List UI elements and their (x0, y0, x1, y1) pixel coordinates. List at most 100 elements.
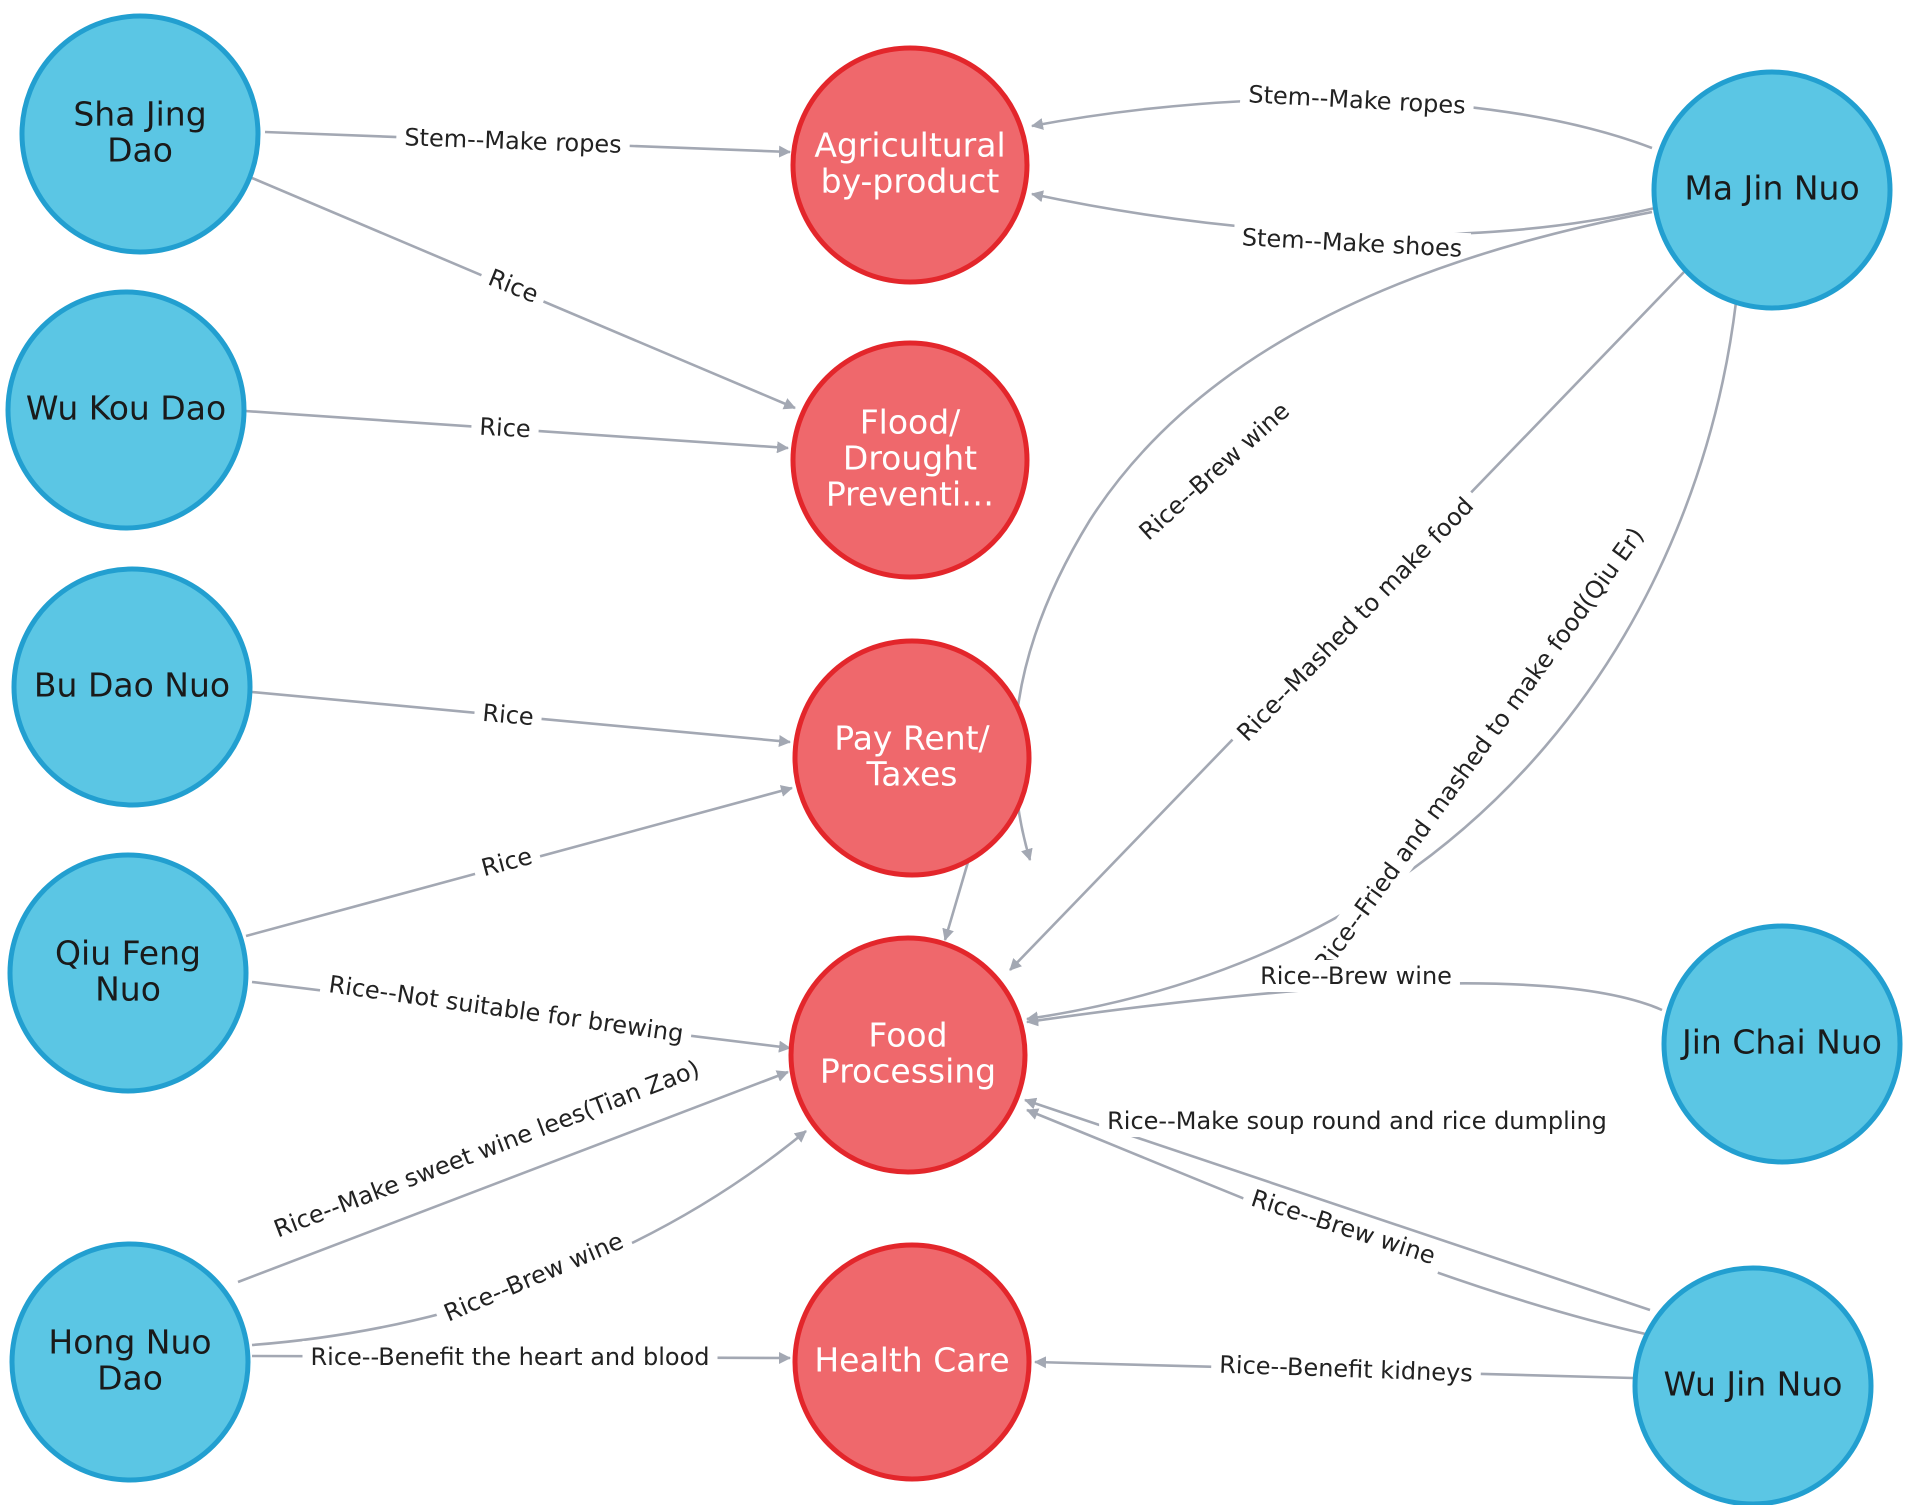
edge-majin-to-agri: Stem--Make ropes (1031, 77, 1653, 150)
node-label-line: Bu Dao Nuo (34, 666, 230, 705)
edge-label: Stem--Make ropes (1248, 80, 1467, 119)
node-health[interactable]: Health Care (792, 1242, 1032, 1482)
category-node-circle[interactable] (788, 935, 1028, 1175)
edge-wujin-to-food: Rice--Brew wine (1026, 1108, 1651, 1337)
edge-label-group: Stem--Make ropes (395, 120, 631, 162)
node-rent[interactable]: Pay Rent/Taxes (792, 638, 1032, 878)
node-label-line: Flood/ (860, 403, 961, 442)
edge-label-group: Rice--Mashed to make food (1224, 484, 1487, 755)
edge-label-group: Rice--Not suitable for brewing (318, 967, 694, 1051)
edge-label: Rice--Mashed to make food (1231, 492, 1479, 747)
edge-label-group: Rice--Brew wine (431, 1221, 636, 1333)
node-label-line: Processing (820, 1052, 996, 1091)
variety-node-circle[interactable] (1632, 1265, 1874, 1505)
category-node-circle[interactable] (790, 45, 1030, 285)
edge-label-group: Rice (470, 410, 540, 446)
variety-node-circle[interactable] (1651, 69, 1893, 311)
edge-majin-to-agri: Stem--Make shoes (1031, 190, 1656, 266)
edge-majin-to-food: Rice--Fried and mashed to make food(Qiu … (1026, 301, 1738, 1024)
edge-label-background (1233, 220, 1472, 266)
node-label-line: Nuo (95, 970, 161, 1009)
edge-jinchai-to-food: Rice--Brew wine (1026, 960, 1663, 1027)
node-label-line: Qiu Feng (55, 934, 201, 973)
edge-label-group: Rice--Brew wine (1252, 960, 1460, 992)
edge-label-group: Rice (476, 258, 551, 314)
category-node-circle[interactable] (792, 1242, 1032, 1482)
edge-label-background (1224, 484, 1487, 755)
edge-label: Stem--Make shoes (1241, 223, 1463, 263)
edge-label: Rice (478, 842, 535, 882)
edge-label-background (470, 837, 544, 887)
node-label-line: Dao (97, 1359, 163, 1398)
edge-label-background (1239, 77, 1475, 123)
node-label-line: Food (868, 1016, 947, 1055)
variety-node-circle[interactable] (11, 566, 253, 808)
node-label-line: Wu Jin Nuo (1664, 1365, 1843, 1404)
edge-label-background (1252, 960, 1460, 992)
edge-label-group: Rice--Make sweet wine lees(Tian Zao) (261, 1050, 712, 1249)
edge-sha-to-flood: Rice (251, 176, 796, 410)
edge-sha-to-agri: Stem--Make ropes (264, 120, 791, 162)
variety-node-circle[interactable] (9, 1241, 251, 1483)
edge-label-background (1302, 514, 1656, 985)
edge-label-group: Stem--Make shoes (1233, 220, 1472, 266)
node-label-line: Health Care (814, 1341, 1009, 1380)
category-node-circle[interactable] (790, 340, 1030, 580)
edge-qiufeng-to-rent: Rice (245, 785, 793, 938)
edge-budao-to-rent: Rice (251, 690, 791, 747)
variety-node-circle[interactable] (19, 13, 261, 255)
node-label-line: Dao (107, 131, 173, 170)
edge-label-background (302, 1341, 718, 1373)
edge-label-group: Rice--Benefit kidneys (1210, 1348, 1482, 1390)
node-label-line: Ma Jin Nuo (1684, 169, 1859, 208)
node-jinchai[interactable]: Jin Chai Nuo (1661, 923, 1903, 1165)
variety-node-circle[interactable] (7, 852, 249, 1094)
edge-line (237, 1070, 789, 1284)
edge-wukou-to-flood: Rice (244, 409, 789, 454)
edge-rent-to-food (942, 861, 970, 941)
edge-hongnuo-to-food: Rice--Make sweet wine lees(Tian Zao) (237, 1050, 789, 1284)
edge-label-background (1126, 389, 1303, 553)
edge-label: Rice--Brew wine (1134, 397, 1295, 546)
edge-label-background (1099, 1105, 1615, 1137)
edge-label-background (476, 258, 551, 314)
edge-hongnuo-to-health: Rice--Benefit the heart and blood (251, 1341, 791, 1373)
edge-label-background (1239, 1179, 1448, 1275)
category-node-circle[interactable] (792, 638, 1032, 878)
edge-label-group: Rice--Brew wine (1126, 389, 1303, 553)
node-flood[interactable]: Flood/DroughtPreventi… (790, 340, 1030, 580)
node-label-line: Pay Rent/ (834, 719, 990, 758)
node-label-line: Jin Chai Nuo (1680, 1023, 1882, 1062)
edge-wujin-to-health: Rice--Benefit kidneys (1034, 1348, 1634, 1390)
edge-label-group: Rice (470, 837, 544, 887)
node-label-line: Agricultural (814, 126, 1005, 165)
node-budao[interactable]: Bu Dao Nuo (11, 566, 253, 808)
edge-label-background (395, 120, 631, 162)
edge-label-group: Rice--Fried and mashed to make food(Qiu … (1302, 514, 1656, 985)
edge-label-group: Rice--Make soup round and rice dumpling (1099, 1105, 1615, 1137)
edge-label: Rice--Brew wine (1260, 962, 1452, 990)
edge-label: Rice--Make soup round and rice dumpling (1107, 1107, 1607, 1135)
edge-label-group: Rice--Brew wine (1239, 1179, 1448, 1275)
node-label-line: Hong Nuo (48, 1323, 211, 1362)
edge-line (1013, 210, 1653, 861)
node-label-line: Drought (843, 439, 977, 478)
node-wukou[interactable]: Wu Kou Dao (5, 289, 247, 531)
node-wujin[interactable]: Wu Jin Nuo (1632, 1265, 1874, 1505)
node-majin[interactable]: Ma Jin Nuo (1651, 69, 1893, 311)
edge-label: Rice--Fried and mashed to make food(Qiu … (1309, 522, 1650, 977)
edge-majin-to-food: Rice--Brew wine (1013, 210, 1653, 861)
edge-wujin-to-food: Rice--Make soup round and rice dumpling (1024, 1097, 1651, 1312)
node-label-line: Preventi… (826, 475, 994, 514)
variety-node-circle[interactable] (1661, 923, 1903, 1165)
node-label-line: by-product (821, 162, 1000, 201)
edge-label-group: Stem--Make ropes (1239, 77, 1475, 123)
edge-label: Rice--Brew wine (440, 1227, 628, 1328)
variety-node-circle[interactable] (5, 289, 247, 531)
edge-label: Rice--Not suitable for brewing (327, 970, 685, 1048)
